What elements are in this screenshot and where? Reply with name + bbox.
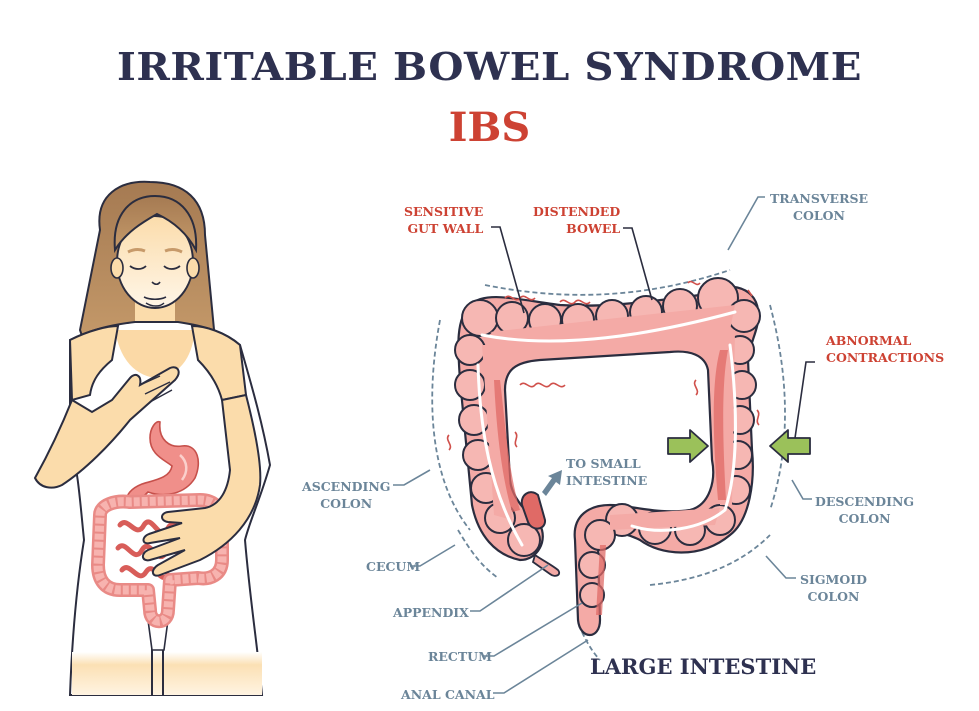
- page-subtitle: IBS: [448, 104, 531, 151]
- label-rectum: RECTUM: [428, 649, 492, 664]
- label-appendix: APPENDIX: [393, 605, 469, 620]
- page-title: IRRITABLE BOWEL SYNDROME: [116, 44, 863, 89]
- label-anal-canal: ANAL CANAL: [401, 687, 495, 702]
- diagram-caption: LARGE INTESTINE: [590, 654, 817, 679]
- label-cecum: CECUM: [366, 559, 421, 574]
- woman-figure: [33, 180, 272, 696]
- large-intestine-diagram: [393, 196, 815, 694]
